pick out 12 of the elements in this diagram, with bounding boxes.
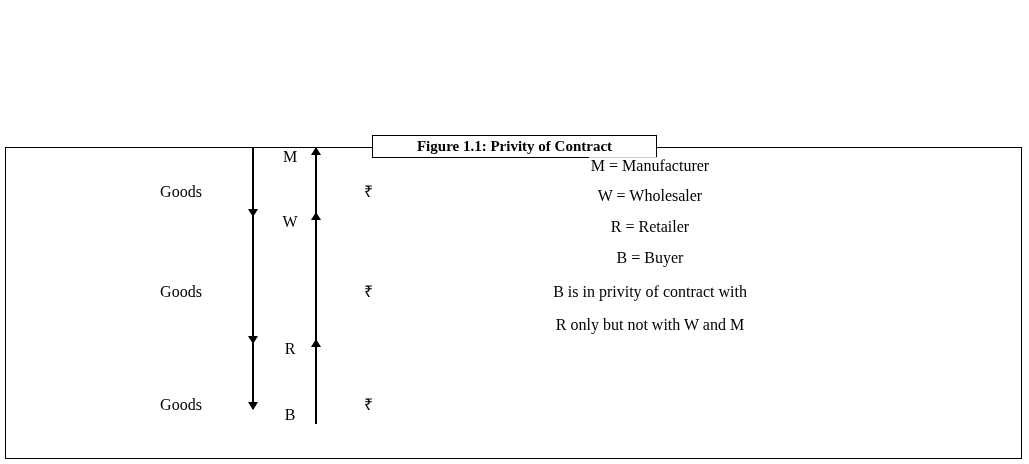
arrow — [248, 212, 258, 344]
arrow — [248, 339, 258, 410]
arrow — [248, 147, 258, 217]
node-letter: B — [284, 406, 296, 424]
note-text: B = Buyer — [614, 249, 686, 267]
arrow — [311, 339, 321, 425]
node-letter: R — [284, 340, 296, 358]
node-letter: W — [282, 213, 298, 231]
note-text: R only but not with W and M — [553, 316, 747, 334]
note-text: B is in privity of contract with — [551, 283, 749, 301]
figure-title: Figure 1.1: Privity of Contract — [372, 135, 657, 158]
node-letter: M — [282, 148, 298, 166]
